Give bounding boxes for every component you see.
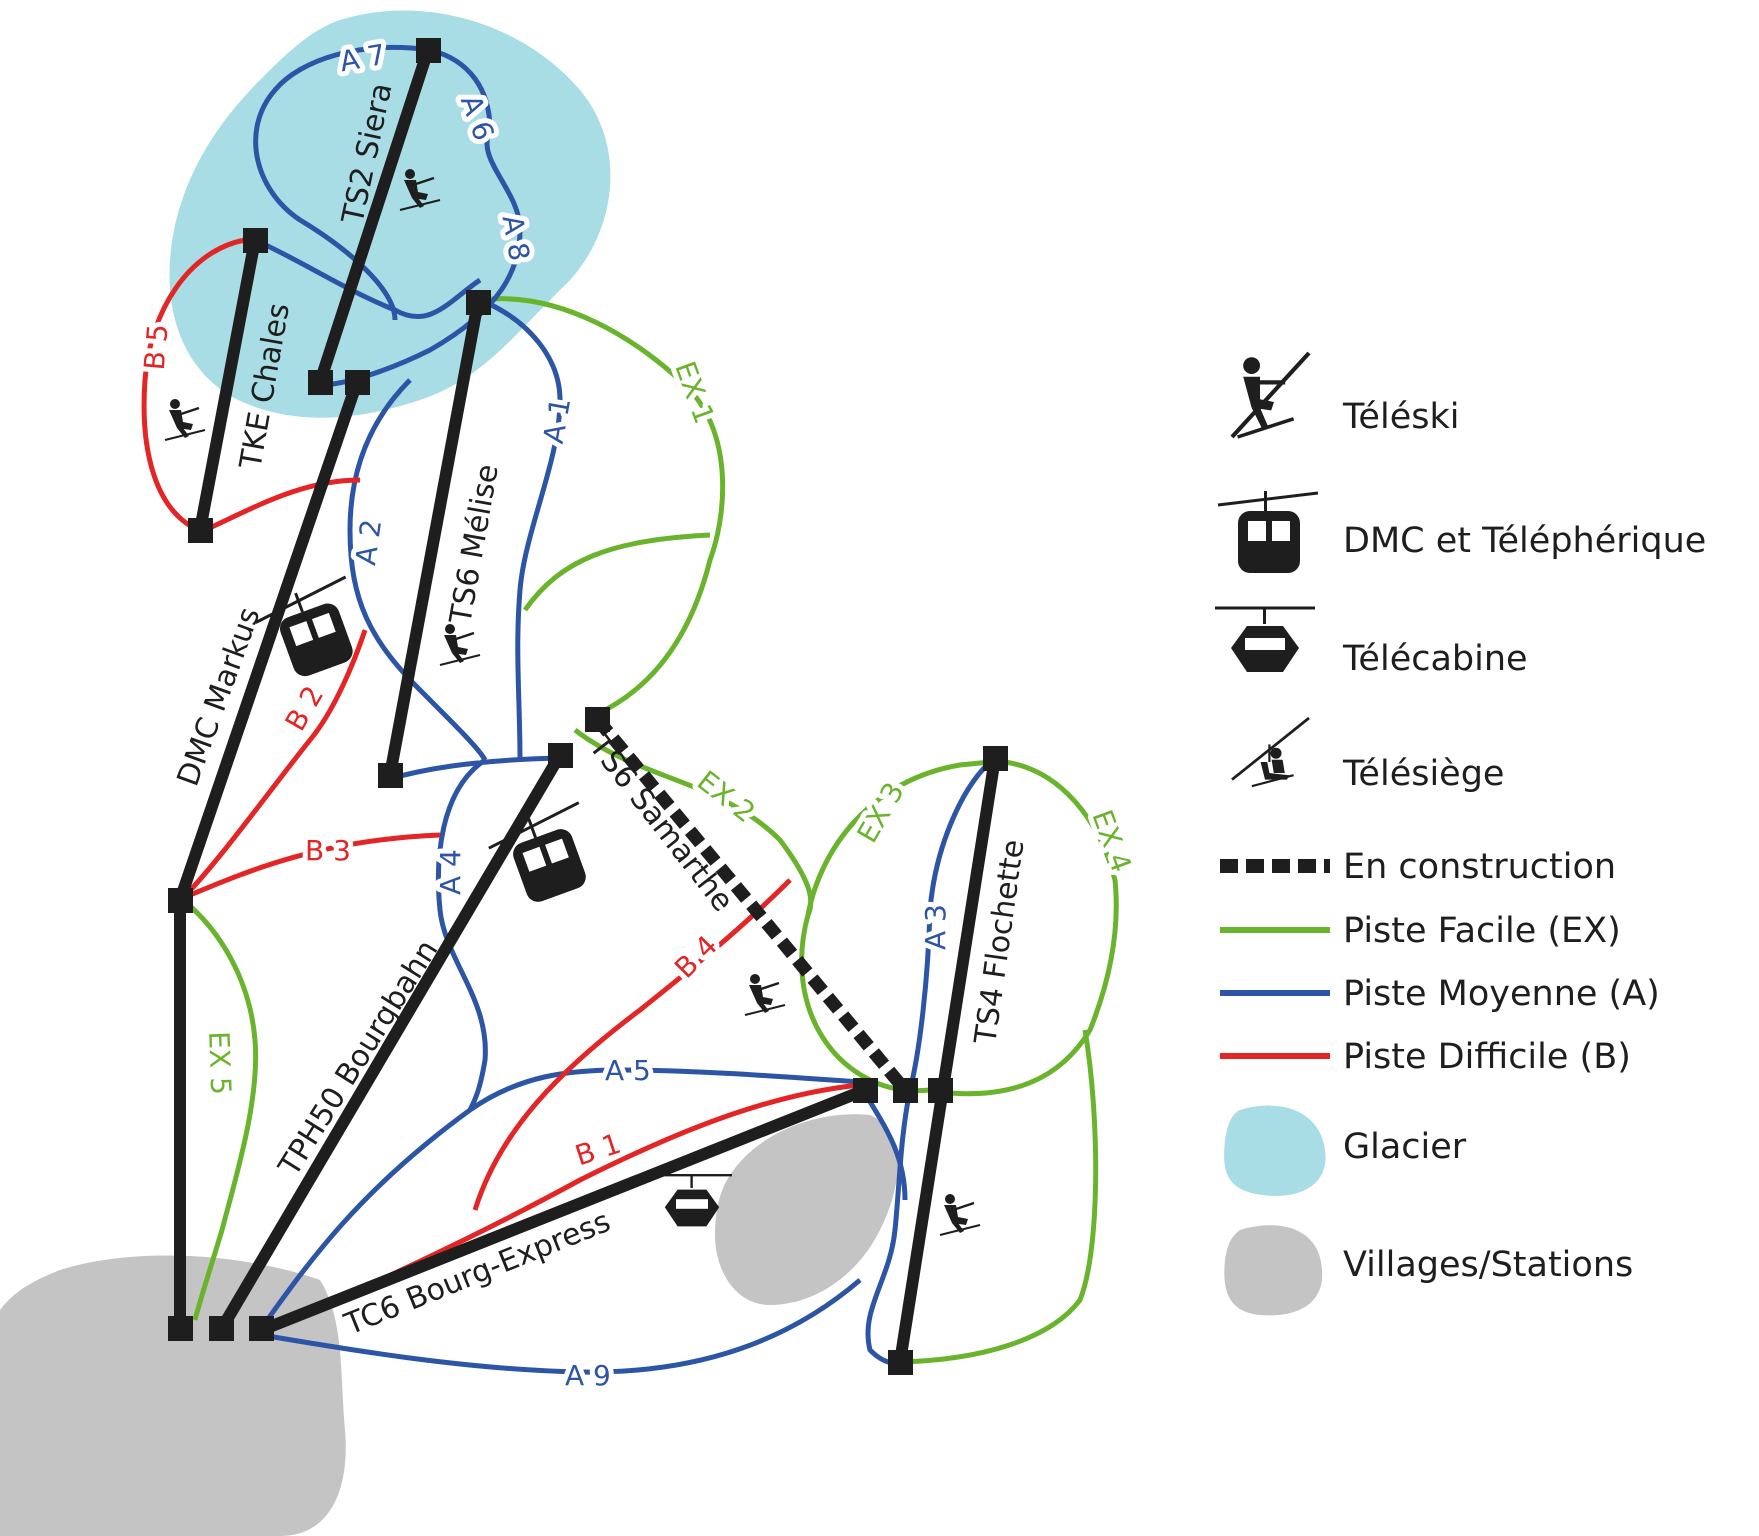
chairlift-icon <box>743 972 787 1017</box>
chairlift-icon <box>1230 716 1311 788</box>
piste-b2 <box>181 629 368 900</box>
piste-ex1 <box>479 296 726 718</box>
label-a2: A 2 <box>349 517 388 567</box>
teleski-icon <box>163 397 207 442</box>
legend-easy-label: Piste Facile (EX) <box>1343 911 1621 951</box>
label-a4: A 4 <box>434 849 467 895</box>
village-area-east <box>715 1114 898 1305</box>
lift-ts4-line <box>893 751 1002 1369</box>
station <box>585 707 610 732</box>
legend-glacier: Glacier <box>1224 1105 1467 1196</box>
piste-b3 <box>182 832 441 901</box>
label-ex2: EX 2 <box>691 764 761 829</box>
piste-ex1-branch <box>522 532 711 612</box>
label-b1: B 1 <box>571 1127 625 1173</box>
piste-ex3 <box>805 759 991 916</box>
legend-villages: Villages/Stations <box>1224 1225 1633 1316</box>
piste-a1 <box>479 297 563 761</box>
legend-telecabine-label: Télécabine <box>1342 639 1528 679</box>
glacier-area <box>169 10 611 418</box>
piste-ex4-lower <box>899 1029 1099 1365</box>
legend-easy: Piste Facile (EX) <box>1220 911 1621 951</box>
piste-b5-lower <box>203 477 361 533</box>
station <box>243 228 268 253</box>
station <box>168 888 193 913</box>
piste-ex3-loop <box>799 914 931 1094</box>
lift-ts2-line <box>312 42 436 390</box>
legend-teleski: Téléski <box>1232 353 1459 437</box>
station <box>209 1316 234 1341</box>
label-ex4: EX 4 <box>1085 805 1138 876</box>
label-b2: B 2 <box>279 680 331 736</box>
label-lift-tph: TPH50 Bourgbahn <box>272 934 446 1183</box>
lift-ts6s-line <box>592 715 911 1095</box>
label-b3: B 3 <box>305 834 351 867</box>
piste-b5 <box>141 237 246 533</box>
legend-construction-label: En construction <box>1343 847 1616 887</box>
station <box>249 1316 274 1341</box>
piste-a9 <box>261 1278 862 1375</box>
station <box>168 1316 193 1341</box>
legend-villages-label: Villages/Stations <box>1343 1245 1633 1285</box>
station <box>893 1078 918 1103</box>
teleski-icon <box>938 1192 982 1237</box>
legend-telecabine: Télécabine <box>1213 606 1528 679</box>
legend-glacier-label: Glacier <box>1343 1127 1467 1167</box>
label-a9: A 9 <box>565 1359 611 1392</box>
lift-tph-line <box>213 746 569 1337</box>
label-b5: B 5 <box>138 323 175 372</box>
label-lift-tc6: TC6 Bourg-Express <box>339 1204 615 1343</box>
station <box>983 746 1008 771</box>
lift-tke-line <box>192 232 263 538</box>
label-a5: A 5 <box>605 1054 651 1087</box>
label-a1: A 1 <box>537 395 577 446</box>
legend-dmc: DMC et Téléphérique <box>1216 489 1706 575</box>
legend-hard: Piste Difficile (B) <box>1220 1037 1631 1077</box>
piste-glacier-link <box>253 237 482 319</box>
lift-dmc-line <box>172 374 365 908</box>
label-b4: B 4 <box>668 929 724 985</box>
legend: Téléski DMC et Téléphérique Télécabine T… <box>1213 353 1706 1316</box>
station <box>416 38 441 63</box>
legend-construction: En construction <box>1220 847 1616 887</box>
piste-a5 <box>257 1067 861 1332</box>
chairlift-icon <box>438 622 482 667</box>
piste-b4 <box>472 878 792 1211</box>
label-ex5: EX 5 <box>202 1031 237 1096</box>
station <box>853 1078 878 1103</box>
label-a3: A 3 <box>919 904 952 950</box>
label-ex3: EX 3 <box>850 777 910 849</box>
station <box>308 370 333 395</box>
piste-ex5 <box>181 898 259 1321</box>
cable-car-icon <box>1216 489 1320 575</box>
legend-telesiege-label: Télésiège <box>1342 754 1504 794</box>
station <box>378 763 403 788</box>
station <box>548 743 573 768</box>
label-a8: A 8 <box>496 212 536 263</box>
station <box>928 1078 953 1103</box>
gondola-icon <box>1213 606 1317 674</box>
label-lift-ts6s: TS6 Samarthe <box>581 729 740 919</box>
label-ex1: EX 1 <box>668 357 721 428</box>
station <box>466 290 491 315</box>
station <box>345 370 370 395</box>
station <box>188 518 213 543</box>
label-lift-ts6m: TS6 Mélise <box>443 462 506 628</box>
teleski-icon <box>1232 353 1309 437</box>
village-area-main <box>0 1255 346 1536</box>
legend-hard-label: Piste Difficile (B) <box>1343 1037 1631 1077</box>
piste-ex4 <box>939 759 1119 1097</box>
station <box>888 1350 913 1375</box>
piste-a3 <box>865 760 992 1366</box>
legend-medium-label: Piste Moyenne (A) <box>1343 974 1660 1014</box>
piste-a2 <box>347 378 488 762</box>
lift-tc6-line <box>254 1082 873 1338</box>
legend-medium: Piste Moyenne (A) <box>1220 974 1660 1014</box>
legend-telesiege: Télésiège <box>1230 716 1504 794</box>
legend-teleski-label: Téléski <box>1342 397 1459 437</box>
legend-dmc-label: DMC et Téléphérique <box>1343 521 1706 561</box>
lift-ts6m-line <box>383 295 485 782</box>
piste-a6-a8 <box>319 47 523 388</box>
